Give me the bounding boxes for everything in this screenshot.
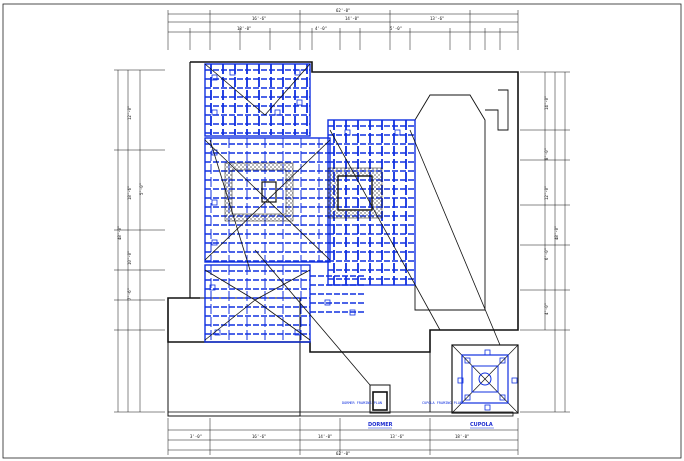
- dimension-text: 4'-0": [315, 26, 327, 31]
- post-icon: [484, 404, 491, 411]
- framing-zone-border: [204, 63, 311, 137]
- post-icon: [349, 309, 356, 316]
- dormer-note: DORMER FRAMING PLAN: [342, 401, 382, 405]
- dimension-text: 8'-0": [544, 148, 549, 160]
- post-icon: [211, 74, 218, 81]
- dimension-text: 16'-6": [252, 434, 266, 439]
- cupola-detail: [451, 344, 519, 414]
- post-icon: [211, 199, 218, 206]
- framing-zone-border: [204, 264, 311, 343]
- post-icon: [296, 99, 303, 106]
- dimension-text: 13'-6": [390, 434, 404, 439]
- post-icon: [211, 239, 218, 246]
- post-icon: [464, 394, 471, 401]
- dimension-text: 12'-0": [127, 106, 132, 120]
- dimension-text: 48'-0": [554, 226, 559, 240]
- dimension-text: 14'-0": [345, 16, 359, 21]
- building-outline: [167, 61, 519, 417]
- dimension-text: 12'-0": [544, 186, 549, 200]
- dimension-text: 3'-0": [190, 434, 202, 439]
- post-icon: [499, 357, 506, 364]
- post-icon: [511, 377, 518, 384]
- dimension-text: 18'-6": [127, 186, 132, 200]
- dormer-detail: [369, 384, 391, 414]
- dimension-text: 62'-0": [336, 8, 350, 13]
- post-icon: [344, 129, 351, 136]
- cupola-note: CUPOLA FRAMING PLAN: [422, 401, 462, 405]
- cupola-caption: CUPOLA: [470, 422, 493, 428]
- dimension-text: 6'-0": [544, 248, 549, 260]
- post-icon: [294, 69, 301, 76]
- post-icon: [324, 299, 331, 306]
- post-icon: [274, 109, 281, 116]
- dormer-caption: DORMER: [368, 422, 393, 428]
- dimension-text: 10'-0": [127, 251, 132, 265]
- dimension-text: 5'-0": [139, 183, 144, 195]
- post-icon: [457, 377, 464, 384]
- dimension-text: 48'-0": [117, 226, 122, 240]
- post-icon: [211, 109, 218, 116]
- dimension-text: 13'-6": [430, 16, 444, 21]
- dimension-text: 7'-6": [127, 288, 132, 300]
- post-icon: [499, 394, 506, 401]
- hip-ridge-lines: [204, 63, 501, 386]
- dimension-text: 14'-0": [544, 96, 549, 110]
- dimension-text: 14'-0": [318, 434, 332, 439]
- dimension-text: 18'-0": [237, 26, 251, 31]
- dimension-lines: [114, 10, 570, 455]
- dimension-text: 18'-0": [455, 434, 469, 439]
- dimension-text: 62'-0": [336, 451, 350, 456]
- sheet-border: [2, 3, 682, 459]
- roof-framing-members: [204, 63, 518, 411]
- post-icon: [229, 69, 236, 76]
- post-icon: [464, 357, 471, 364]
- dimension-text: 4'-0": [544, 303, 549, 315]
- dimension-text: 5'-0": [390, 26, 402, 31]
- post-icon: [394, 129, 401, 136]
- dimension-texts: 62'-0" 16'-6" 14'-0" 13'-6" 18'-0" 4'-0" 5'-0"…: [117, 8, 559, 456]
- post-icon: [209, 284, 216, 291]
- dimension-text: 16'-6": [252, 16, 266, 21]
